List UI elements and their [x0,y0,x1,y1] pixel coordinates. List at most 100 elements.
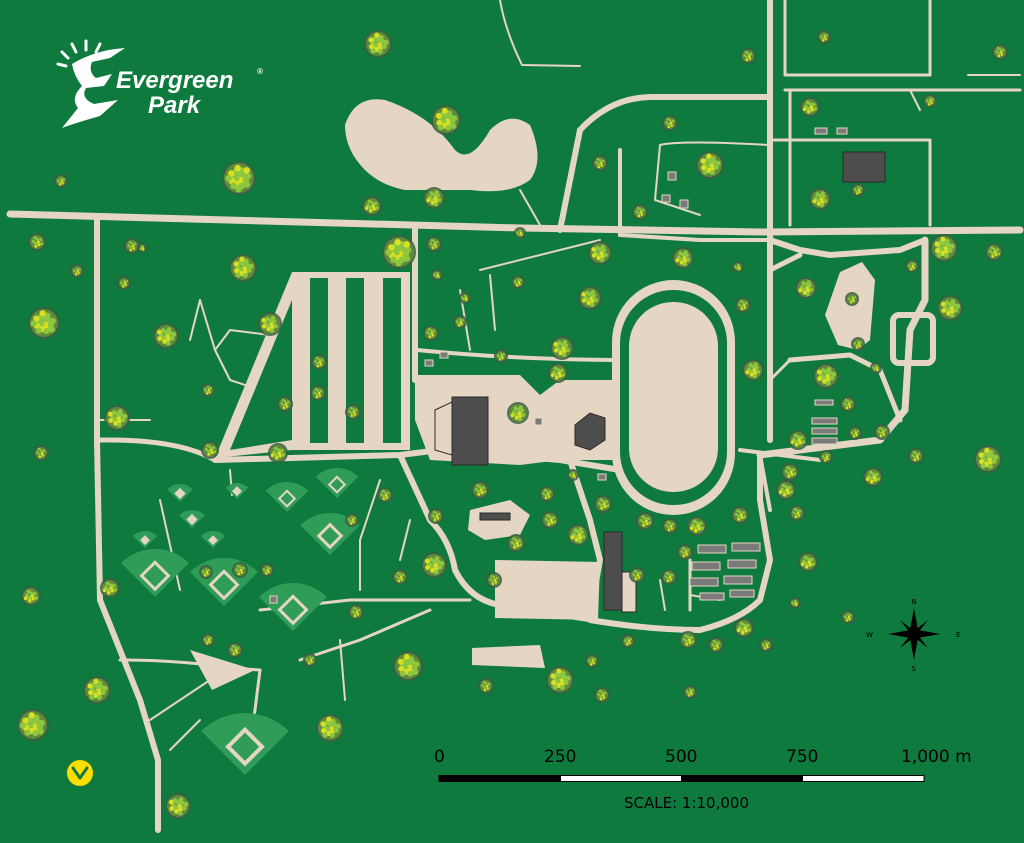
scale-tick-1000: 1,000 m [901,747,972,767]
tree-clump [17,709,49,741]
south-plaza [495,560,600,620]
tree-clump [923,94,937,108]
tree-clump [28,233,46,251]
tree-clump [629,567,645,583]
tree-clump [788,430,808,450]
buildings-layer [434,151,886,613]
scale-caption: SCALE: 1:10,000 [624,794,749,812]
tree-clump [268,443,288,463]
tree-clump [494,349,508,363]
tree-clump [632,204,648,220]
tree-clump [364,30,392,58]
tree-clump [311,354,327,370]
evergreen-e-mark [62,48,125,128]
sunburst-icon [56,39,102,68]
scale-tick-0: 0 [434,747,445,767]
tree-clump [776,480,796,500]
ballfield [167,484,193,502]
tree-clump [594,495,612,513]
tree-clump [795,277,817,299]
tree-clump [459,292,471,304]
north-lawn-area [345,99,538,192]
tree-clump [201,633,215,647]
tree-clump [222,161,256,195]
tree-clump [303,653,317,667]
tree-clump [514,227,526,239]
tree-clump [840,396,856,412]
north-barn [842,151,886,183]
tree-clump [800,97,820,117]
south-hall-annex [621,571,637,613]
tree-clump [546,666,574,694]
tree-clump [863,467,883,487]
tree-clump [661,569,677,585]
tree-clump [486,572,502,588]
compass-north-label: N [912,598,917,606]
compass-east-label: E [956,631,960,639]
tree-clump [870,362,882,374]
brand-registered-mark: ® [257,67,263,76]
tree-clump [851,183,865,197]
tree-clump [229,254,257,282]
tree-clump [992,44,1008,60]
tree-clump [199,565,213,579]
tree-clump [539,486,555,502]
tree-clump [594,687,610,703]
tree-clump [735,297,751,313]
tree-clump [905,259,919,273]
brand-name-line1: Evergreen [116,67,233,94]
ballfield [265,482,309,512]
tree-clump [227,642,243,658]
compass-south-label: S [912,665,917,673]
tree-clump [310,385,326,401]
ballfields-layer [121,468,360,775]
tree-clump [789,505,805,521]
tree-clump [851,337,865,351]
tree-clump [201,383,215,397]
tree-clump [813,363,839,389]
east-loop [890,312,936,366]
tree-clump [431,269,443,281]
tree-clump [662,518,678,534]
compass-rose-icon: N S E W [866,598,960,673]
tree-clump [740,48,756,64]
ballfield [200,531,226,548]
trees-layer [17,30,1008,819]
tree-clump [382,235,416,269]
tree-clump [672,247,694,269]
tree-clump [137,243,147,253]
tree-clump [260,563,274,577]
tree-clump [117,276,131,290]
tree-clump [679,631,697,649]
tree-clump [732,261,744,273]
tree-clump [258,312,282,336]
tree-clump [687,516,707,536]
tree-clump [478,678,494,694]
location-marker[interactable] [67,760,93,786]
tree-clump [507,534,525,552]
west-triangle-lot [190,650,255,690]
ballfield [259,583,327,631]
tree-clump [578,286,602,310]
tree-clump [21,586,41,606]
tree-clump [423,187,445,209]
tree-clump [567,469,579,481]
brand-logo: Evergreen ® Park [56,39,263,128]
tree-clump [100,578,120,598]
tree-clump [377,487,393,503]
barn-rows [269,127,848,604]
tree-clump [731,506,749,524]
ballfield [121,549,189,597]
ballfield [201,713,289,775]
tree-clump [817,30,831,44]
tree-clump [426,236,442,252]
tree-clump [428,508,444,524]
tree-clump [937,295,963,321]
tree-clump [567,524,589,546]
running-track [612,280,735,515]
south-hall-building [603,531,623,611]
ballfield [225,483,249,499]
scale-tick-250: 250 [544,747,576,767]
tree-clump [874,424,890,440]
